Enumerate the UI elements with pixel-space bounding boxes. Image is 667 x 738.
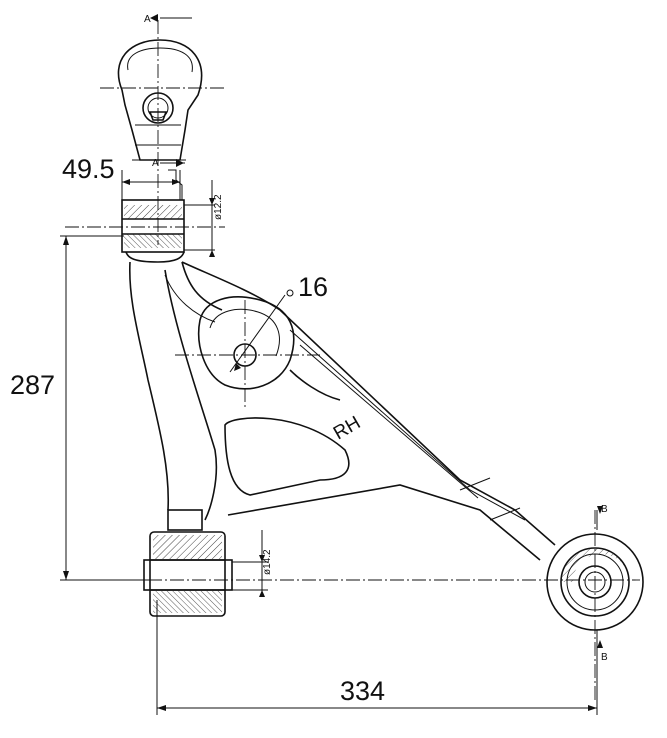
section-label-a-top: A	[144, 14, 151, 25]
bushing-right	[546, 510, 644, 700]
dimension-label-287: 287	[10, 370, 55, 400]
dimension-height: 287	[10, 235, 150, 581]
bushing-upper-tolerance-mark: ø12.2	[213, 194, 224, 220]
bushing-upper: ø12.2	[65, 180, 225, 263]
dimension-label-49-5: 49.5	[62, 154, 115, 184]
ball-joint-top	[100, 20, 225, 245]
dimension-hole-diameter: 16	[229, 272, 328, 373]
section-marker-b-bottom: B	[596, 630, 608, 663]
bushing-lower-tolerance-mark: ø14.2	[262, 549, 273, 575]
section-marker-a-top: A	[144, 14, 192, 25]
bushing-lower-left: ø14.2	[60, 509, 640, 617]
part-marking: RH	[330, 412, 364, 444]
section-marker-b-top: B	[596, 504, 608, 530]
section-label-b-bottom: B	[601, 652, 608, 663]
dimension-label-334: 334	[340, 676, 385, 706]
dimension-label-16: 16	[298, 272, 328, 302]
section-label-b-top: B	[601, 504, 608, 515]
section-marker-a-bottom: A	[152, 158, 185, 169]
section-label-a-bottom: A	[152, 158, 159, 169]
dimension-ball-joint-offset: 49.5	[62, 154, 181, 200]
arm-body: RH	[128, 261, 556, 561]
dimension-width: 334	[156, 600, 598, 715]
